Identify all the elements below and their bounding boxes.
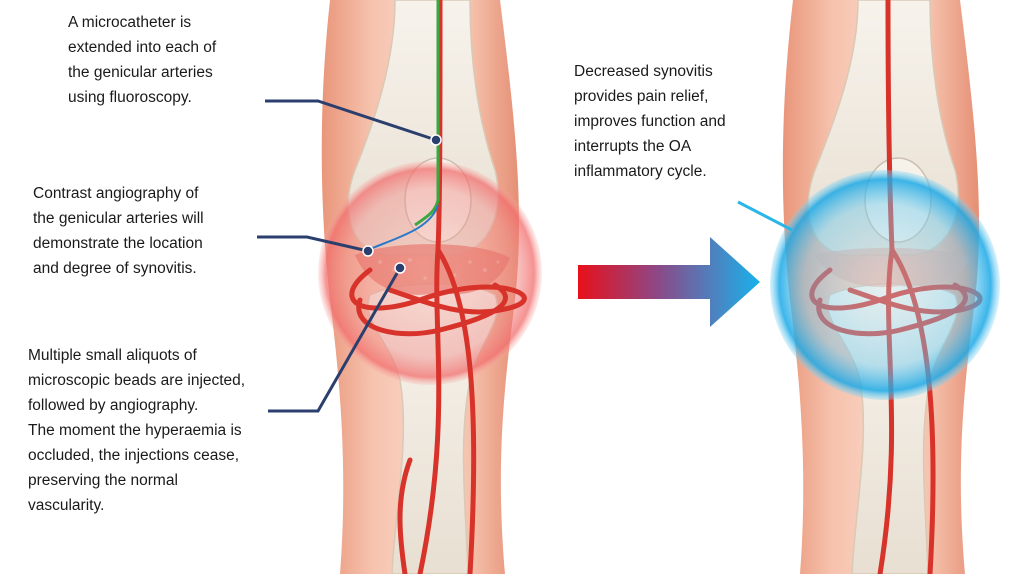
- caption-line: followed by angiography.: [28, 393, 245, 418]
- result-caption: Decreased synovitis provides pain relief…: [574, 59, 726, 184]
- caption-line: the genicular arteries will: [33, 206, 204, 231]
- caption-line: Contrast angiography of: [33, 181, 204, 206]
- caption-line: A microcatheter is: [68, 10, 216, 35]
- caption-line: preserving the normal: [28, 468, 245, 493]
- left-knee: [257, 0, 542, 574]
- caption-line: Decreased synovitis: [574, 59, 726, 84]
- caption-line: inflammatory cycle.: [574, 159, 726, 184]
- contrast-angiography-caption: Contrast angiography of the genicular ar…: [33, 181, 204, 281]
- caption-line: provides pain relief,: [574, 84, 726, 109]
- caption-line: Multiple small aliquots of: [28, 343, 245, 368]
- transition-arrow: [578, 237, 760, 327]
- caption-line: improves function and: [574, 109, 726, 134]
- caption-line: vascularity.: [28, 493, 245, 518]
- caption-line: extended into each of: [68, 35, 216, 60]
- right-knee: [738, 0, 1000, 574]
- caption-line: the genicular arteries: [68, 60, 216, 85]
- right-healed-glow: [770, 170, 1000, 400]
- caption-line: interrupts the OA: [574, 134, 726, 159]
- caption-line: microscopic beads are injected,: [28, 368, 245, 393]
- microcatheter-caption: A microcatheter is extended into each of…: [68, 10, 216, 110]
- caption-line: occluded, the injections cease,: [28, 443, 245, 468]
- bead-injection-caption: Multiple small aliquots of microscopic b…: [28, 343, 245, 518]
- caption-line: and degree of synovitis.: [33, 256, 204, 281]
- caption-line: using fluoroscopy.: [68, 85, 216, 110]
- caption-line: The moment the hyperaemia is: [28, 418, 245, 443]
- caption-line: demonstrate the location: [33, 231, 204, 256]
